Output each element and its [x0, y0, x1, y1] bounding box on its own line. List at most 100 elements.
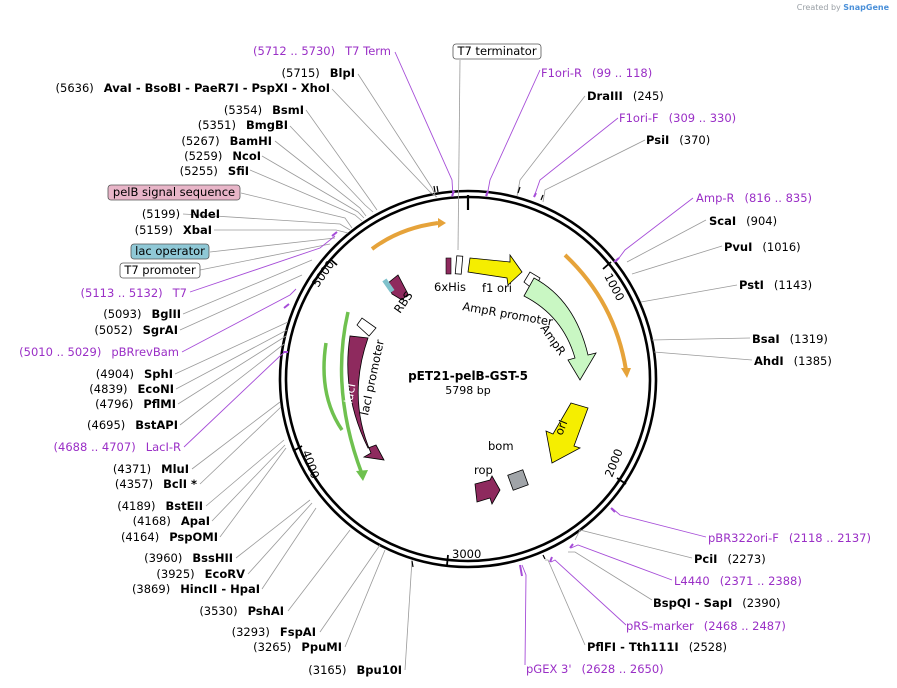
site-label[interactable]: (3960)BssHII [144, 551, 233, 565]
enzyme-name: AvaI - BsoBI - PaeR7I - PspXI - XhoI [104, 81, 330, 95]
site-label[interactable]: (4695)BstAPI [87, 418, 178, 432]
enzyme-name: SgrAI [143, 323, 178, 337]
site-label[interactable]: (4688 .. 4707)LacI-R [54, 440, 181, 454]
site-label[interactable]: (5199)NdeI [142, 207, 220, 221]
site-label[interactable]: pelB signal sequence [113, 185, 235, 199]
enzyme-name: PflFI - Tth111I [587, 640, 679, 654]
green-arc-outer [339, 311, 364, 475]
plasmid-size: 5798 bp [445, 384, 490, 397]
feature-f1-ori[interactable] [467, 253, 523, 286]
site-label[interactable]: Amp-R(816 .. 835) [696, 191, 812, 205]
site-position: (3530) [199, 604, 237, 618]
site-position: (4168) [133, 514, 171, 528]
site-label[interactable]: pBR322ori-F (2118 .. 2137) [708, 531, 871, 545]
site-label[interactable]: (4357)BclI * [115, 477, 197, 491]
site-position: (370) [679, 133, 710, 147]
site-label[interactable]: L4440(2371 .. 2388) [674, 574, 802, 588]
site-position: (5354) [224, 103, 262, 117]
site-label[interactable]: AhdI(1385) [754, 354, 832, 368]
primer-text: pRS-marker [626, 619, 694, 633]
site-label[interactable]: (5159)XbaI [135, 223, 212, 237]
enzyme-name: PpuMI [301, 640, 342, 654]
site-position: (904) [746, 214, 777, 228]
site-label[interactable]: T7 terminator [456, 44, 536, 58]
site-label[interactable]: (5113 .. 5132)T7 [81, 286, 187, 300]
site-position: (1319) [790, 332, 828, 346]
site-label[interactable]: (4189)BstEII [117, 499, 203, 513]
site-position: (5259) [184, 149, 222, 163]
enzyme-name: NcoI [232, 149, 261, 163]
site-label[interactable]: lac operator [135, 244, 205, 258]
feature-laci-promoter[interactable] [356, 317, 377, 337]
site-label[interactable]: pGEX 3'(2628 .. 2650) [526, 662, 664, 676]
site-label[interactable]: (4164)PspOMI [121, 530, 218, 544]
orange-arc-top [370, 221, 439, 251]
site-label[interactable]: BspQI - SapI(2390) [653, 596, 780, 610]
feature-label-6xhis: 6xHis [434, 280, 466, 294]
site-label[interactable]: (5712 .. 5730)T7 Term [253, 44, 391, 58]
site-position: (1385) [794, 354, 832, 368]
enzyme-name: SphI [144, 367, 173, 381]
primer-text: F1ori-F [619, 111, 659, 125]
site-label[interactable]: (5636)AvaI - BsoBI - PaeR7I - PspXI - Xh… [56, 81, 330, 95]
site-label[interactable]: (5010 .. 5029)pBRrevBam [19, 345, 179, 359]
site-label[interactable]: PvuI(1016) [724, 240, 801, 254]
enzyme-name: BmgBI [246, 118, 288, 132]
site-label[interactable]: (3925)EcoRV [156, 567, 245, 581]
site-label[interactable]: (4168)ApaI [133, 514, 210, 528]
site-label[interactable]: PsiI(370) [646, 133, 710, 147]
enzyme-name: HincII - HpaI [180, 582, 260, 596]
site-label[interactable]: ScaI(904) [709, 214, 777, 228]
plasmid-name: pET21-pelB-GST-5 [408, 369, 528, 383]
feature-bom[interactable] [507, 469, 529, 491]
site-label[interactable]: (4796)PflMI [95, 397, 176, 411]
feature-6xhis[interactable] [454, 255, 464, 275]
primer-text: (2118 .. 2137) [789, 531, 871, 545]
site-label[interactable]: (4371)MluI [113, 462, 189, 476]
site-label[interactable]: (3165)Bpu10I [308, 663, 402, 677]
enzyme-name: BsmI [272, 103, 304, 117]
site-label[interactable]: (5267) BamHI [181, 134, 272, 148]
feature-laci[interactable] [347, 335, 385, 461]
site-label[interactable]: PflFI - Tth111I(2528) [587, 640, 727, 654]
primer-text: pBR322ori-F [708, 531, 779, 545]
enzyme-name: BamHI [230, 134, 272, 148]
primer-text: L4440 [674, 574, 710, 588]
site-label[interactable]: (4904) SphI [96, 367, 173, 381]
site-label[interactable]: (5351) BmgBI [198, 118, 288, 132]
primer-text: (816 .. 835) [745, 191, 813, 205]
primer-text: pBRrevBam [111, 345, 179, 359]
primer-flags [283, 190, 620, 577]
site-position: (5159) [135, 223, 173, 237]
site-label[interactable]: (5354) BsmI [224, 103, 304, 117]
site-position: (4904) [96, 367, 134, 381]
site-label[interactable]: PstI(1143) [739, 278, 812, 292]
enzyme-name: EcoNI [138, 382, 174, 396]
site-label[interactable]: (3293)FspAI [232, 625, 316, 639]
site-position: (3265) [253, 640, 291, 654]
site-label[interactable]: F1ori-R(99 .. 118) [541, 66, 652, 80]
site-label[interactable]: F1ori-F(309 .. 330) [619, 111, 736, 125]
site-position: (5351) [198, 118, 236, 132]
site-label[interactable]: (5259) NcoI [184, 149, 261, 163]
feature-rop[interactable] [474, 475, 501, 505]
site-label[interactable]: T7 promoter [123, 263, 196, 277]
feature-ampr[interactable] [523, 277, 597, 381]
orange-arc-right [563, 253, 628, 371]
site-label[interactable]: (4839)EcoNI [89, 382, 174, 396]
site-label[interactable]: (5052)SgrAI [94, 323, 178, 337]
site-label[interactable]: (3869)HincII - HpaI [132, 582, 260, 596]
feature-ori[interactable] [545, 402, 589, 464]
site-label[interactable]: PciI(2273) [694, 552, 766, 566]
site-label[interactable]: (5715)BlpI [282, 66, 355, 80]
enzyme-name: EcoRV [205, 567, 245, 581]
site-label[interactable]: (5255)SfiI [180, 164, 249, 178]
site-label[interactable]: DraIII(245) [587, 89, 664, 103]
site-position: (5267) [181, 134, 219, 148]
site-label[interactable]: (3265) PpuMI [253, 640, 342, 654]
site-label[interactable]: (5093)BglII [103, 307, 181, 321]
site-label[interactable]: (3530)PshAI [199, 604, 284, 618]
site-label[interactable]: pRS-marker(2468 .. 2487) [626, 619, 786, 633]
site-label[interactable]: BsaI(1319) [752, 332, 828, 346]
